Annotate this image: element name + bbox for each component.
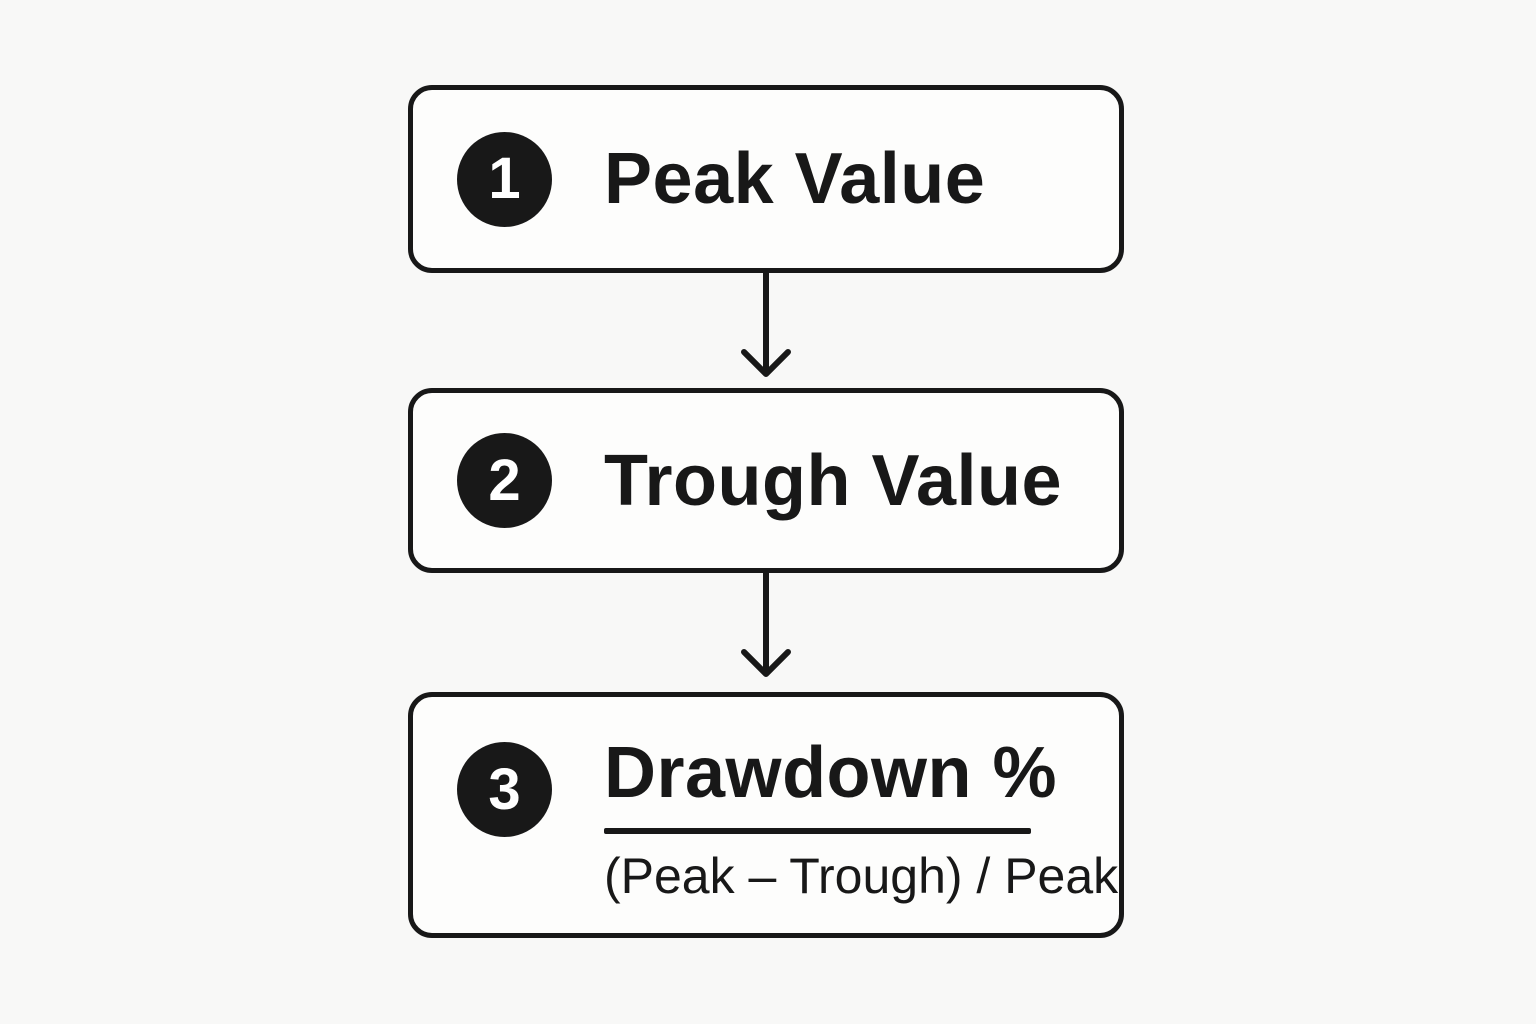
step-content: Drawdown % (Peak – Trough) / Peak (604, 737, 1118, 904)
step-number-badge: 3 (457, 742, 552, 837)
step-box-trough-value: 2 Trough Value (408, 388, 1124, 573)
step-box-peak-value: 1 Peak Value (408, 85, 1124, 273)
arrow-down-icon (726, 271, 806, 381)
arrow-down-icon (726, 571, 806, 681)
step-label: Peak Value (604, 139, 986, 219)
step-number-badge: 1 (457, 131, 552, 227)
step-box-drawdown-percent: 3 Drawdown % (Peak – Trough) / Peak (408, 692, 1124, 938)
step-label: Drawdown % (604, 733, 1058, 813)
fraction-divider (604, 828, 1031, 834)
step-label: Trough Value (604, 440, 1063, 521)
step-number-badge: 2 (457, 433, 552, 528)
step-formula: (Peak – Trough) / Peak (604, 848, 1119, 904)
